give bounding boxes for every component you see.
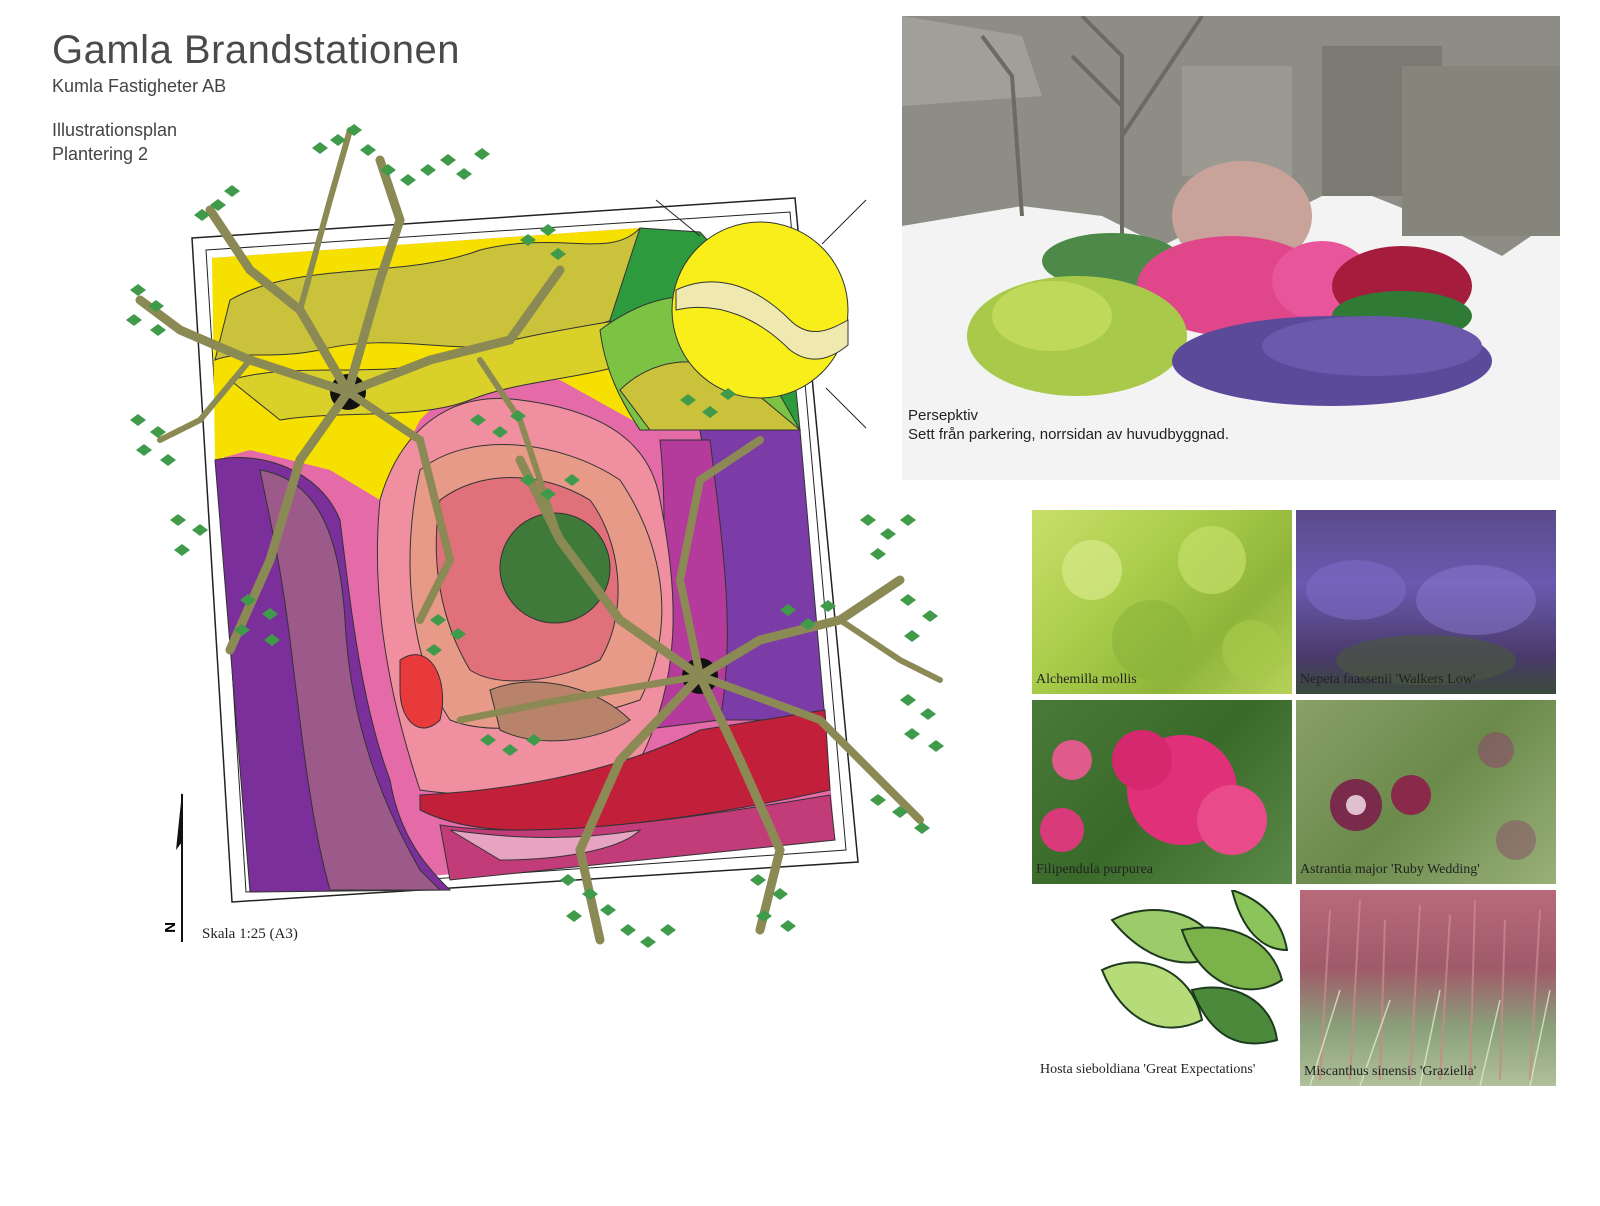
plant-photo-filipendula: Filipendula purpurea bbox=[1032, 700, 1292, 884]
perspective-panel bbox=[902, 16, 1560, 480]
plant-caption: Alchemilla mollis bbox=[1036, 672, 1137, 687]
perspective-description: Sett från parkering, norrsidan av huvudb… bbox=[908, 426, 1230, 443]
perspective-illustration bbox=[902, 16, 1560, 480]
shrub-circle-center bbox=[499, 512, 611, 624]
detail-leader-top bbox=[821, 199, 867, 245]
planting-plan bbox=[126, 124, 944, 948]
plant-caption: Nepeta faassenii 'Walkers Low' bbox=[1300, 672, 1476, 687]
plant-photo-alchemilla: Alchemilla mollis bbox=[1032, 510, 1292, 694]
detail-leader-left bbox=[655, 199, 701, 237]
north-arrow: N bbox=[161, 792, 183, 942]
perspective-title: Persepktiv bbox=[908, 407, 979, 424]
plan-number-label: Plantering 2 bbox=[52, 144, 149, 164]
detail-band bbox=[675, 281, 849, 360]
page-title: Gamla Brandstationen bbox=[52, 28, 461, 72]
client-name: Kumla Fastigheter AB bbox=[52, 76, 227, 96]
tree-branches bbox=[135, 127, 943, 945]
scale-label: Skala 1:25 (A3) bbox=[202, 926, 298, 942]
zone-lightpink-bottom bbox=[449, 829, 642, 861]
tree-leaves bbox=[126, 124, 944, 948]
plant-photo-miscanthus: Miscanthus sinensis 'Graziella' bbox=[1300, 890, 1556, 1086]
perspective-caption: Persepktiv Sett från parkering, norrsida… bbox=[908, 406, 1229, 444]
plan-type-label: Illustrationsplan bbox=[52, 120, 178, 140]
zone-red-spot bbox=[399, 654, 444, 729]
plant-photo-astrantia: Astrantia major 'Ruby Wedding' bbox=[1296, 700, 1556, 884]
plant-photo-hosta bbox=[1032, 890, 1292, 1060]
plant-caption: Filipendula purpurea bbox=[1036, 862, 1154, 877]
plant-caption: Miscanthus sinensis 'Graziella' bbox=[1304, 1064, 1477, 1079]
zone-mauve-left bbox=[259, 469, 442, 891]
plant-caption: Astrantia major 'Ruby Wedding' bbox=[1300, 862, 1480, 877]
north-label: N bbox=[161, 922, 178, 933]
plant-caption-hosta: Hosta sieboldiana 'Great Expectations' bbox=[1040, 1062, 1256, 1077]
plant-photo-nepeta: Nepeta faassenii 'Walkers Low' bbox=[1296, 510, 1556, 694]
detail-leader-bottom bbox=[825, 387, 867, 429]
